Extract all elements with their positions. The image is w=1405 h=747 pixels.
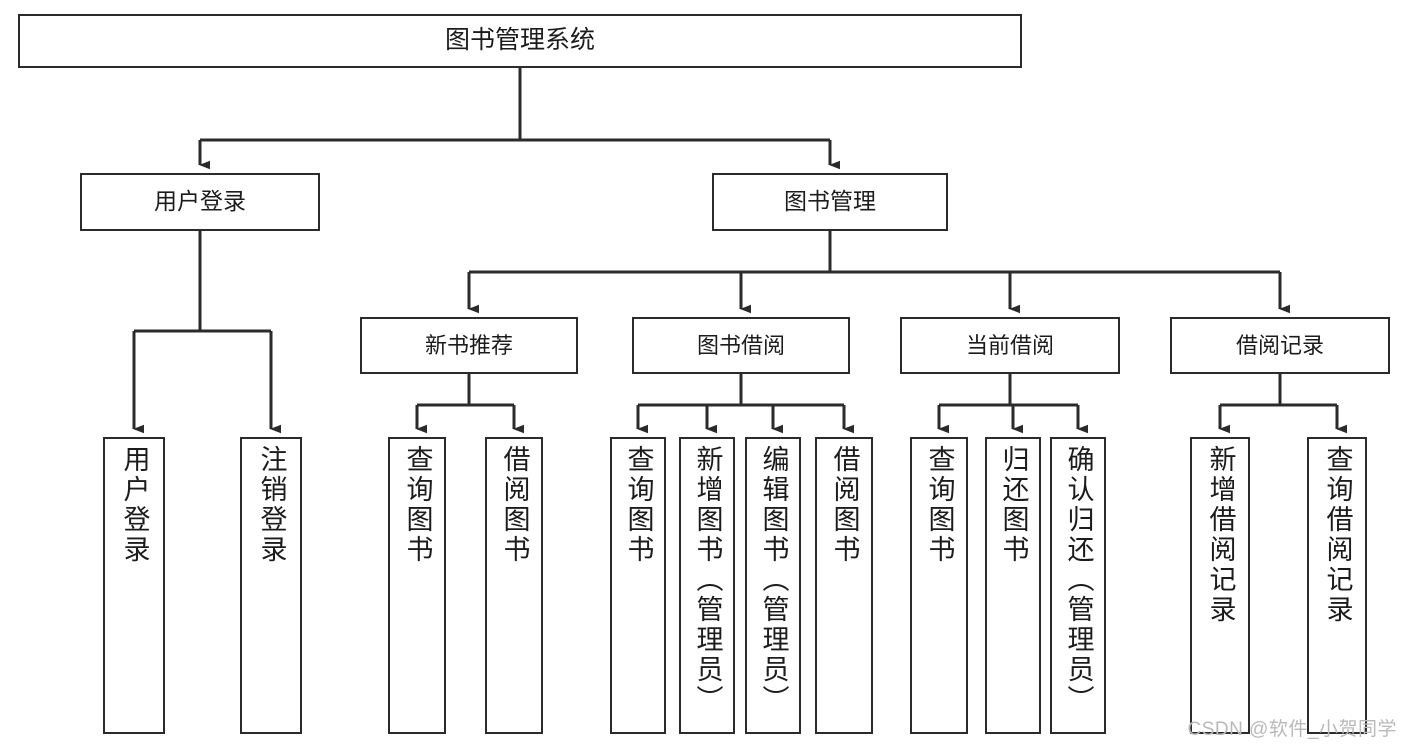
node-leaf-query-book-b[interactable]: 查询图书 [610, 437, 666, 734]
node-leaf-add-book-admin-label: 新增图书（管理员） [692, 445, 723, 715]
node-new-book-recommend-label: 新书推荐 [424, 332, 513, 358]
node-leaf-add-borrow-record-label: 新增借阅记录 [1205, 445, 1236, 625]
node-user-login[interactable]: 用户登录 [80, 173, 320, 231]
node-leaf-add-book-admin[interactable]: 新增图书（管理员） [679, 437, 735, 734]
node-leaf-user-login[interactable]: 用户登录 [103, 437, 165, 734]
node-borrow-record-label: 借阅记录 [1235, 332, 1324, 358]
node-leaf-edit-book-admin[interactable]: 编辑图书（管理员） [745, 437, 801, 734]
node-leaf-logout-label: 注销登录 [256, 445, 287, 565]
node-leaf-query-book-c-label: 查询图书 [924, 445, 955, 565]
node-leaf-borrow-book-a-label: 借阅图书 [499, 445, 530, 565]
node-leaf-query-book-c[interactable]: 查询图书 [910, 437, 968, 734]
node-book-manage-label: 图书管理 [784, 188, 876, 215]
node-leaf-query-book-b-label: 查询图书 [623, 445, 654, 565]
node-leaf-query-book-a[interactable]: 查询图书 [388, 437, 446, 734]
node-leaf-confirm-return[interactable]: 确认归还（管理员） [1050, 437, 1106, 734]
node-leaf-return-book[interactable]: 归还图书 [985, 437, 1041, 734]
node-book-manage[interactable]: 图书管理 [712, 173, 948, 231]
node-leaf-borrow-book-b-label: 借阅图书 [829, 445, 860, 565]
node-leaf-query-borrow-record[interactable]: 查询借阅记录 [1307, 437, 1367, 734]
node-borrow-record[interactable]: 借阅记录 [1170, 317, 1390, 374]
node-new-book-recommend[interactable]: 新书推荐 [360, 317, 578, 374]
node-root-label: 图书管理系统 [444, 26, 595, 55]
node-leaf-add-borrow-record[interactable]: 新增借阅记录 [1190, 437, 1250, 734]
node-book-borrow-label: 图书借阅 [696, 332, 785, 358]
node-leaf-borrow-book-a[interactable]: 借阅图书 [485, 437, 543, 734]
node-leaf-query-borrow-record-label: 查询借阅记录 [1322, 445, 1353, 625]
node-leaf-borrow-book-b[interactable]: 借阅图书 [815, 437, 873, 734]
node-leaf-confirm-return-label: 确认归还（管理员） [1063, 445, 1094, 715]
node-current-borrow[interactable]: 当前借阅 [900, 317, 1120, 374]
node-leaf-user-login-label: 用户登录 [119, 445, 150, 565]
node-user-login-label: 用户登录 [154, 188, 246, 215]
node-leaf-edit-book-admin-label: 编辑图书（管理员） [758, 445, 789, 715]
node-leaf-return-book-label: 归还图书 [998, 445, 1029, 565]
node-root[interactable]: 图书管理系统 [18, 14, 1022, 68]
node-current-borrow-label: 当前借阅 [965, 332, 1054, 358]
node-book-borrow[interactable]: 图书借阅 [632, 317, 850, 374]
node-leaf-query-book-a-label: 查询图书 [402, 445, 433, 565]
node-leaf-logout[interactable]: 注销登录 [240, 437, 302, 734]
